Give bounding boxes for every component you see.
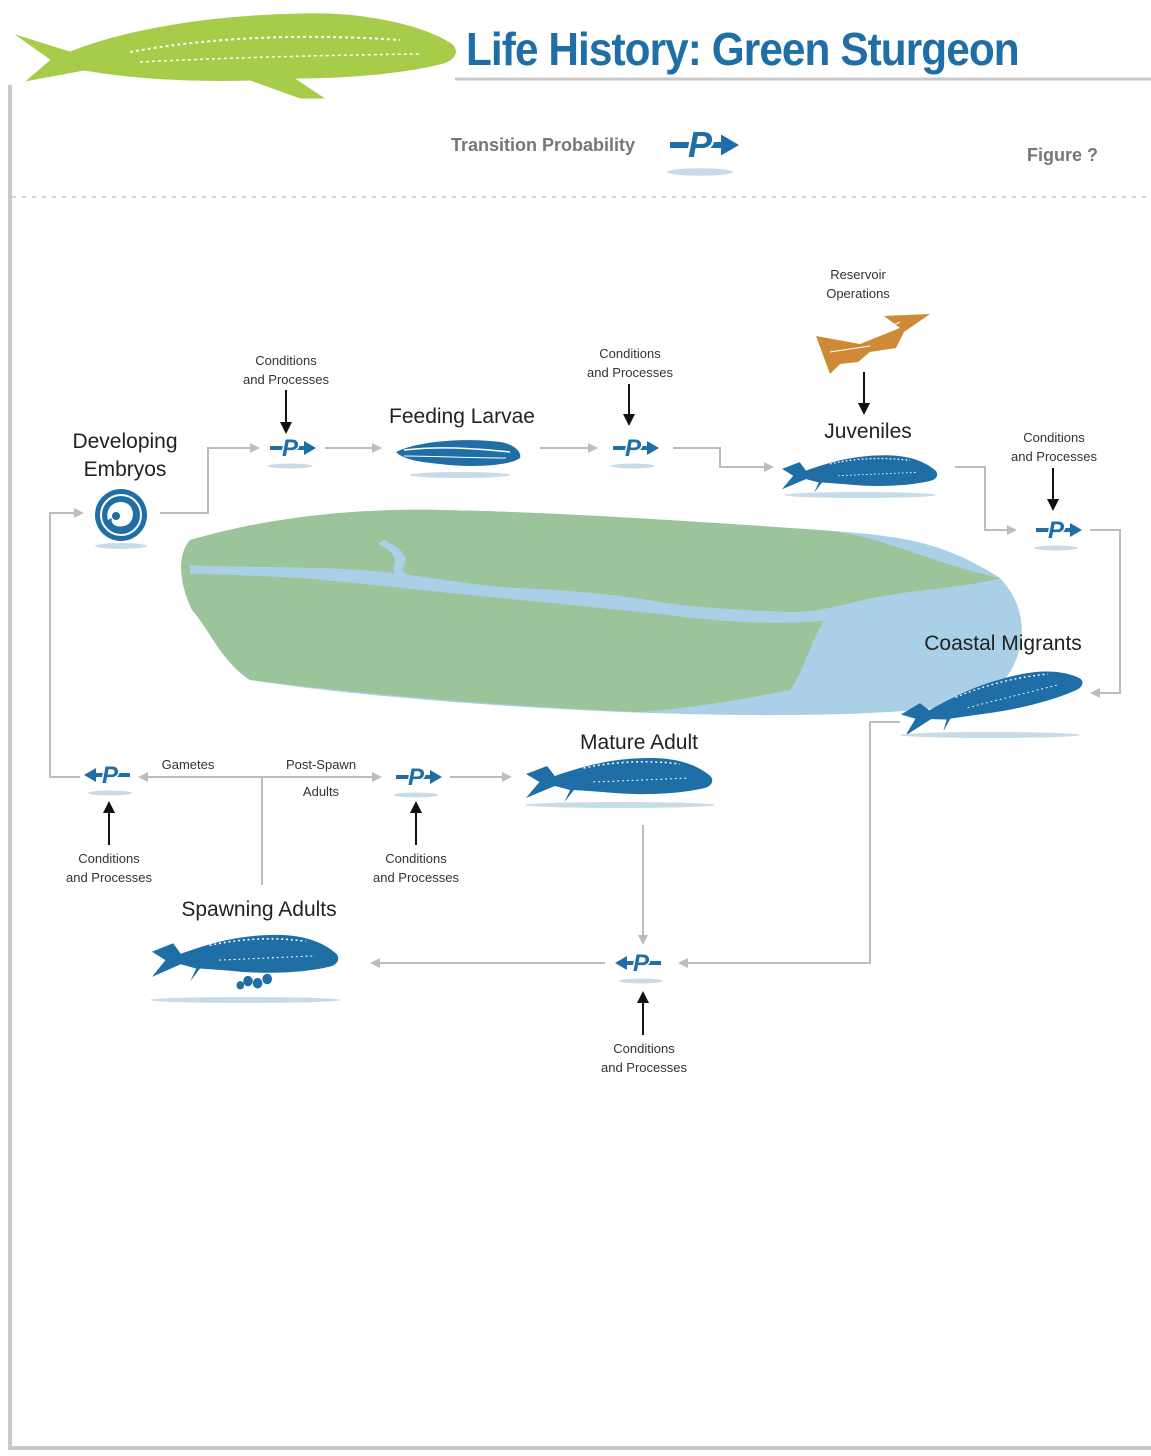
label-line: and Processes <box>587 365 673 380</box>
stage-mature-adult: Mature Adult <box>580 731 698 754</box>
flow-arrows <box>49 443 1121 968</box>
sturgeon-logo-icon <box>5 10 459 102</box>
label-line: Conditions <box>613 1041 675 1056</box>
post-spawn-adults-label: Adults <box>302 784 340 799</box>
embryo-icon <box>95 489 147 549</box>
stage-developing-embryos: Developing Embryos <box>60 428 190 484</box>
transition-probability-icon <box>266 433 318 470</box>
conditions-label: Conditions and Processes <box>574 344 686 382</box>
conditions-label: Conditions and Processes <box>53 849 165 887</box>
label-line: and Processes <box>1011 449 1097 464</box>
label-line: Operations <box>826 286 890 301</box>
spawning-adult-fish-icon <box>151 934 340 990</box>
conditions-label: Conditions and Processes <box>588 1039 700 1077</box>
label-line: Reservoir <box>830 267 886 282</box>
gametes-label: Gametes <box>161 757 215 772</box>
condition-arrows <box>103 372 1059 1035</box>
stage-coastal-migrants: Coastal Migrants <box>924 632 1082 655</box>
reservoir-operations-label: Reservoir Operations <box>808 265 908 303</box>
label-line: and Processes <box>373 870 459 885</box>
mature-adult-fish-icon <box>525 757 713 803</box>
transition-probability-icon <box>667 124 739 176</box>
legend-label: Transition Probability <box>451 135 636 155</box>
conditions-label: Conditions and Processes <box>998 428 1110 466</box>
larva-icon <box>396 440 521 478</box>
reservoir-icon <box>816 314 930 374</box>
transition-probability-icon <box>613 948 665 985</box>
conditions-label: Conditions and Processes <box>360 849 472 887</box>
label-line: Conditions <box>385 851 447 866</box>
label-line: Conditions <box>78 851 140 866</box>
figure-label: Figure ? <box>1027 145 1098 165</box>
label-line: and Processes <box>243 372 329 387</box>
label-line: and Processes <box>66 870 152 885</box>
label-line: Conditions <box>1023 430 1085 445</box>
stage-label-line: Developing <box>72 430 178 453</box>
stage-label-line: Embryos <box>83 458 167 481</box>
stage-juveniles: Juveniles <box>824 420 912 443</box>
transition-probability-icon <box>82 760 134 797</box>
page-title: Life History: Green Sturgeon <box>466 23 1020 75</box>
stage-feeding-larvae: Feeding Larvae <box>389 405 535 428</box>
label-line: Conditions <box>255 353 317 368</box>
transition-probability-icon <box>392 762 444 799</box>
frame-left-bottom <box>8 85 1151 1450</box>
stage-spawning-adults: Spawning Adults <box>181 898 337 921</box>
label-line: Conditions <box>599 346 661 361</box>
conditions-label: Conditions and Processes <box>230 351 342 389</box>
label-line: and Processes <box>601 1060 687 1075</box>
post-spawn-label: Post-Spawn <box>285 757 357 772</box>
transition-probability-icon <box>609 433 661 470</box>
estuary-map-icon <box>181 509 1022 716</box>
juvenile-fish-icon <box>781 454 938 494</box>
transition-probability-icon <box>1032 515 1084 552</box>
